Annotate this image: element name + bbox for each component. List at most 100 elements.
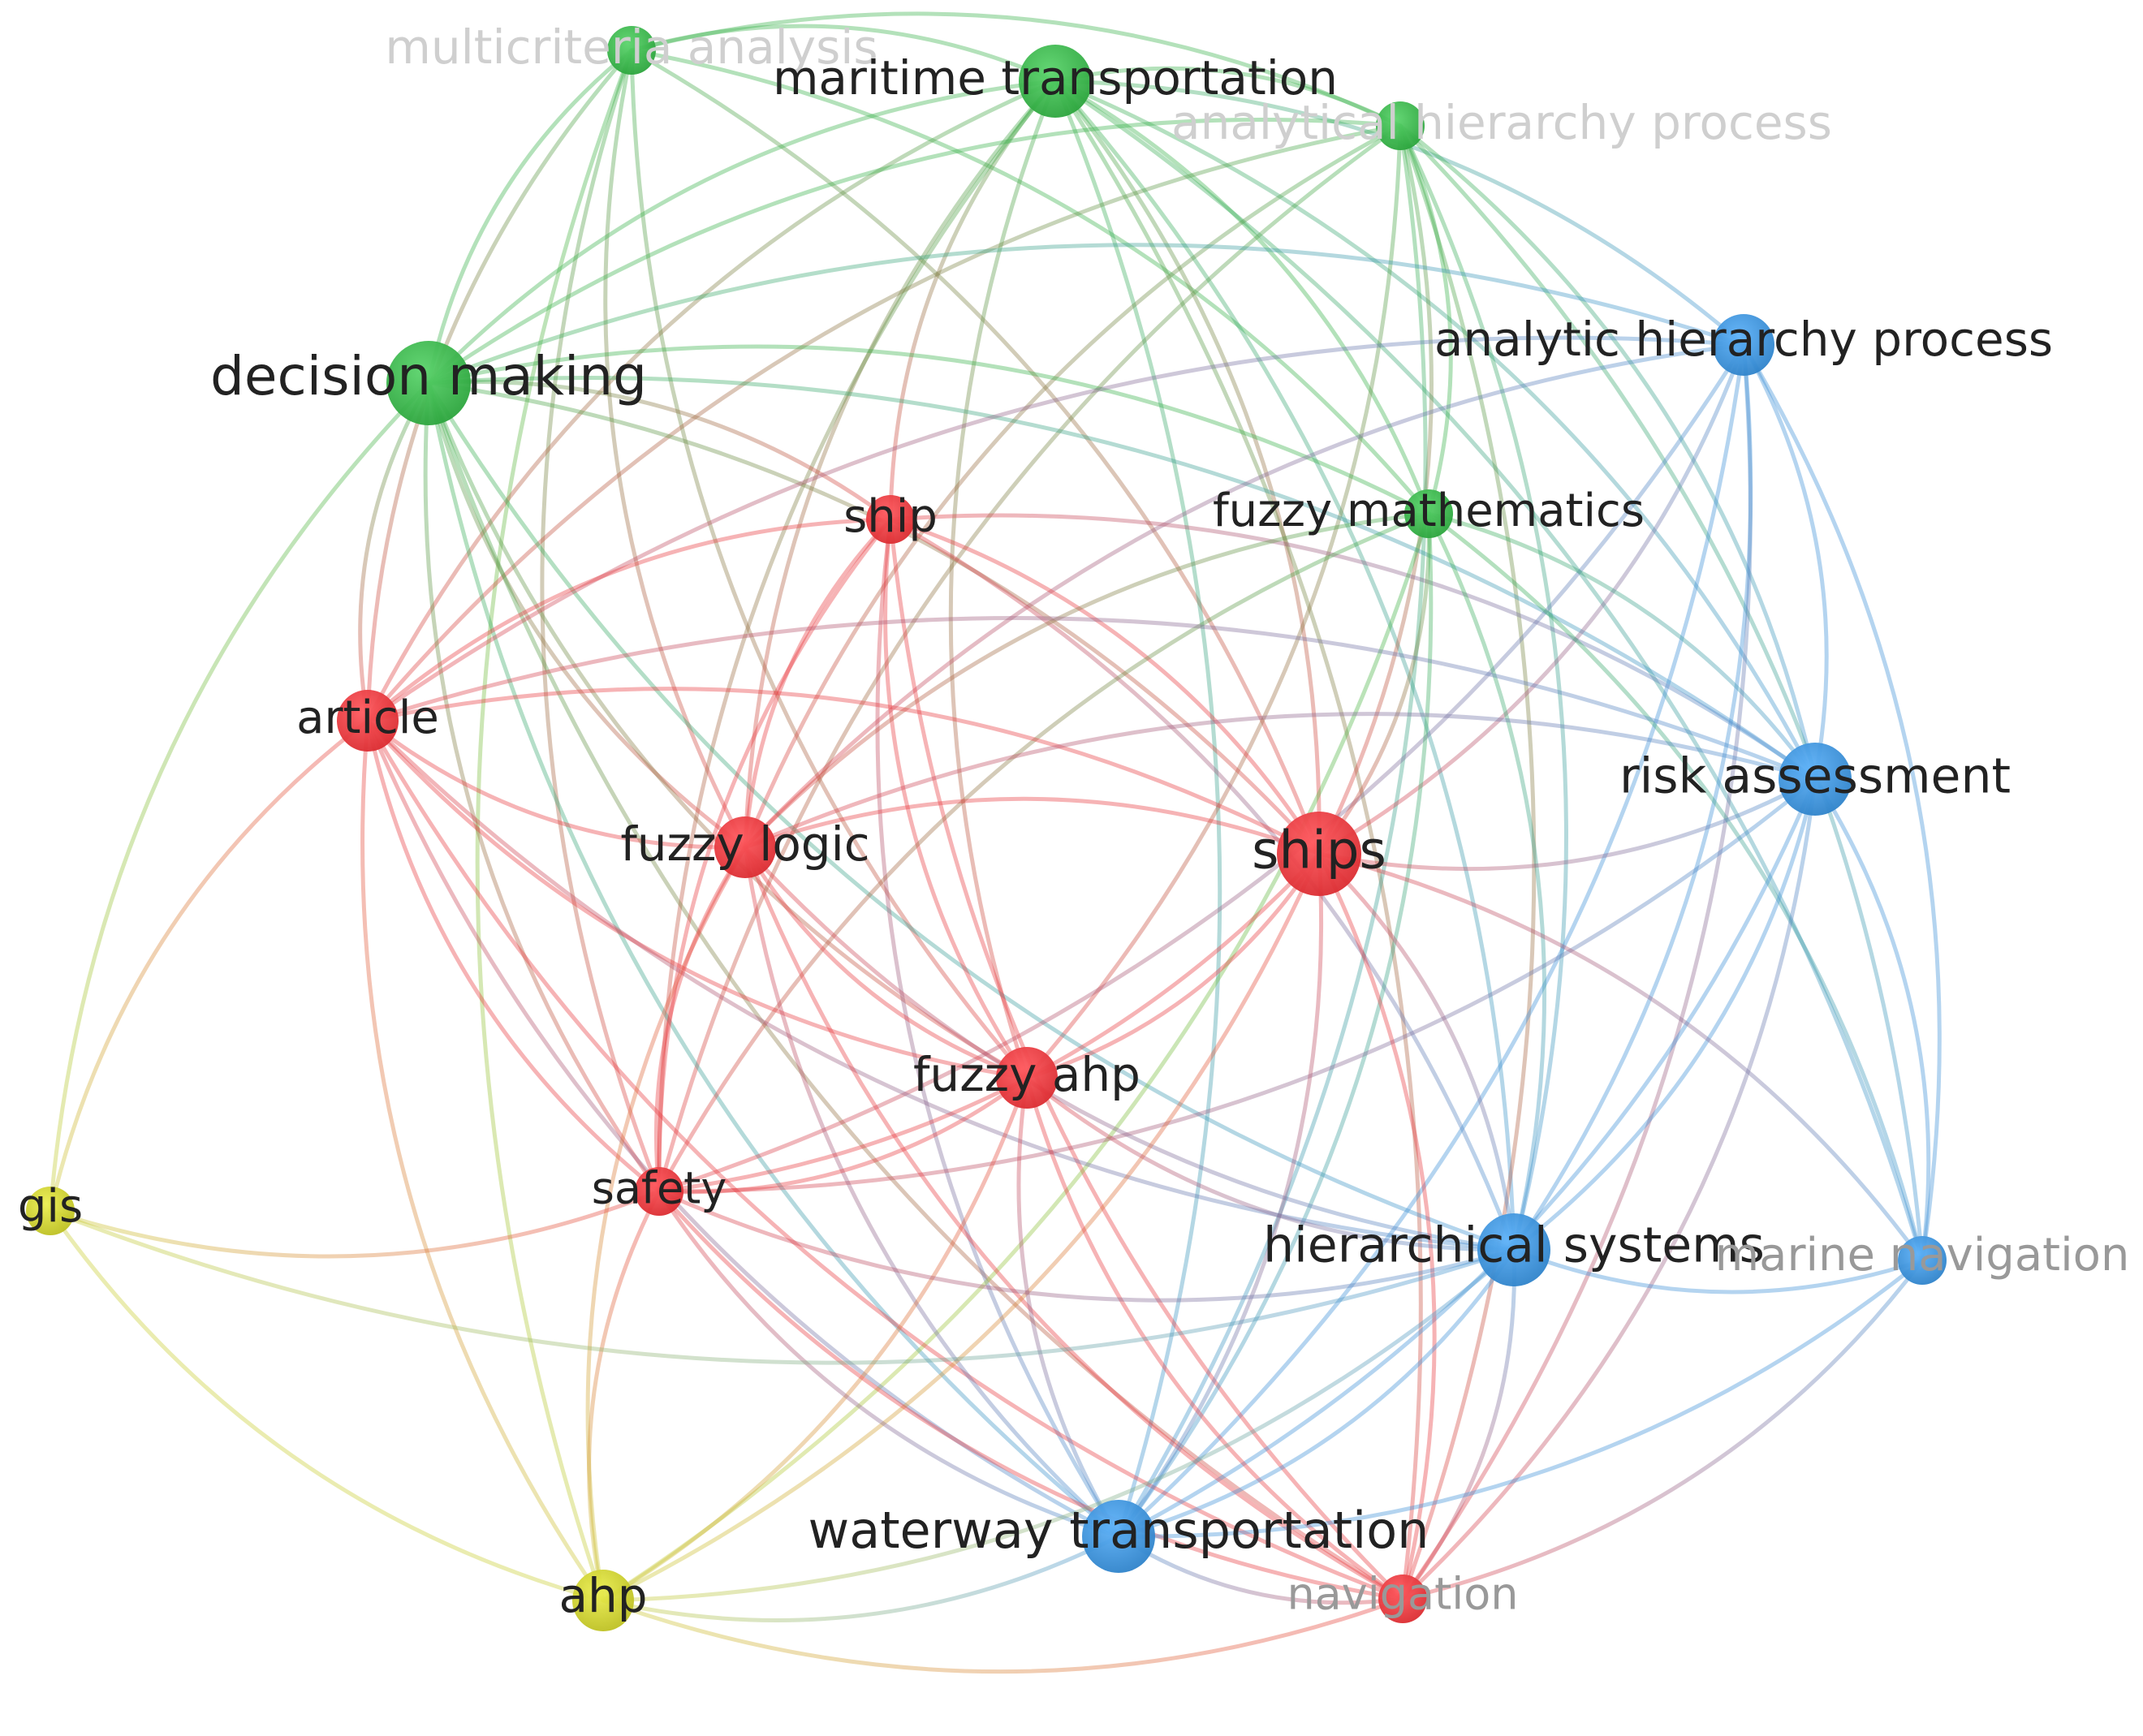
link-analytical_hierarchy_process-article bbox=[365, 123, 1403, 723]
link-gis-ahp bbox=[48, 1208, 606, 1603]
node-decision-making[interactable] bbox=[386, 341, 471, 425]
node-marine-navigation[interactable] bbox=[1898, 1236, 1947, 1285]
link-marine_navigation-navigation bbox=[1400, 1258, 1925, 1601]
link-risk_assessment-fuzzy_logic bbox=[743, 712, 1817, 850]
link-decision_making-article bbox=[358, 381, 431, 723]
label-risk-assessment: risk assessment bbox=[1619, 748, 2011, 805]
link-hierarchical_systems-marine_navigation bbox=[1511, 1247, 1925, 1294]
node-analytic-hierarchy-process[interactable] bbox=[1713, 314, 1774, 376]
link-safety-gis bbox=[48, 1189, 662, 1259]
link-ship-ships bbox=[888, 517, 1322, 856]
link-fuzzy_mathematics-waterway_transportation bbox=[1116, 511, 1434, 1539]
link-ships-waterway_transportation bbox=[1116, 851, 1324, 1539]
link-analytic_hierarchy_process-risk_assessment bbox=[1741, 342, 1829, 782]
label-analytic-hierarchy-process: analytic hierarchy process bbox=[1434, 312, 2053, 367]
node-maritime-transportation[interactable] bbox=[1019, 45, 1092, 118]
link-decision_making-ships bbox=[426, 381, 1322, 856]
link-multicriteria_analysis-ships bbox=[629, 48, 1322, 856]
label-ships: ships bbox=[1252, 821, 1386, 881]
node-multicriteria-analysis[interactable] bbox=[607, 26, 656, 75]
link-article-ahp bbox=[360, 718, 606, 1603]
link-fuzzy_mathematics-safety bbox=[657, 511, 1431, 1194]
label-analytical-hierarchy-process: analytical hierarchy process bbox=[1171, 95, 1832, 150]
link-analytical_hierarchy_process-marine_navigation bbox=[1398, 123, 1925, 1263]
link-ship-navigation bbox=[888, 517, 1405, 1601]
link-article-safety bbox=[365, 718, 662, 1194]
link-risk_assessment-safety bbox=[657, 777, 1817, 1194]
link-risk_assessment-navigation bbox=[1400, 777, 1817, 1601]
link-ship-risk_assessment bbox=[888, 513, 1817, 782]
link-fuzzy_logic-safety bbox=[653, 845, 748, 1194]
label-maritime-transportation: maritime transportation bbox=[773, 50, 1338, 106]
link-marine_navigation-waterway_transportation bbox=[1116, 1258, 1925, 1539]
link-multicriteria_analysis-safety bbox=[540, 48, 662, 1194]
node-ahp[interactable] bbox=[572, 1570, 634, 1631]
link-hierarchical_systems-ahp bbox=[601, 1247, 1516, 1603]
label-fuzzy-ahp: fuzzy ahp bbox=[913, 1047, 1140, 1102]
link-maritime_transportation-marine_navigation bbox=[1053, 79, 1925, 1263]
node-navigation[interactable] bbox=[1378, 1574, 1427, 1623]
link-decision_making-fuzzy_logic bbox=[426, 381, 748, 850]
label-multicriteria-analysis: multicriteria analysis bbox=[385, 19, 877, 75]
link-risk_assessment-marine_navigation bbox=[1813, 777, 1931, 1263]
link-article-ships bbox=[365, 687, 1322, 856]
node-analytical-hierarchy-process[interactable] bbox=[1376, 101, 1425, 150]
link-article-navigation bbox=[365, 718, 1405, 1601]
link-multicriteria_analysis-analytical_hierarchy_process bbox=[629, 11, 1403, 128]
label-ship: ship bbox=[843, 490, 938, 543]
link-article-risk_assessment bbox=[365, 616, 1817, 782]
link-analytical_hierarchy_process-risk_assessment bbox=[1398, 123, 1817, 782]
link-ship-waterway_transportation bbox=[875, 517, 1121, 1539]
node-ships[interactable] bbox=[1277, 812, 1361, 896]
link-article-fuzzy_logic bbox=[365, 718, 748, 850]
node-safety[interactable] bbox=[635, 1167, 683, 1216]
link-analytical_hierarchy_process-decision_making bbox=[426, 117, 1403, 386]
label-ahp: ahp bbox=[558, 1568, 647, 1623]
label-waterway-transportation: waterway transportation bbox=[808, 1501, 1429, 1560]
link-ships-fuzzy_ahp bbox=[1024, 851, 1322, 1080]
link-safety-waterway_transportation bbox=[657, 1189, 1121, 1539]
link-fuzzy_mathematics-ships bbox=[1317, 511, 1431, 856]
link-decision_making-gis bbox=[48, 381, 431, 1213]
link-multicriteria_analysis-fuzzy_ahp bbox=[629, 48, 1029, 1080]
node-gis[interactable] bbox=[26, 1187, 75, 1235]
link-fuzzy_logic-ships bbox=[743, 796, 1322, 856]
link-analytic_hierarchy_process-fuzzy_logic bbox=[743, 342, 1746, 850]
link-multicriteria_analysis-decision_making bbox=[426, 48, 634, 386]
link-multicriteria_analysis-ahp bbox=[475, 48, 634, 1603]
node-hierarchical-systems[interactable] bbox=[1477, 1213, 1550, 1286]
nodes-layer bbox=[26, 26, 1947, 1631]
node-fuzzy-mathematics[interactable] bbox=[1404, 489, 1453, 538]
link-waterway_transportation-navigation bbox=[1116, 1534, 1405, 1605]
node-fuzzy-ahp[interactable] bbox=[996, 1047, 1058, 1109]
link-decision_making-hierarchical_systems bbox=[426, 381, 1516, 1252]
node-risk-assessment[interactable] bbox=[1779, 743, 1852, 816]
node-waterway-transportation[interactable] bbox=[1082, 1500, 1155, 1573]
link-hierarchical_systems-navigation bbox=[1400, 1247, 1516, 1601]
link-analytic_hierarchy_process-ships bbox=[1317, 342, 1746, 856]
link-analytical_hierarchy_process-fuzzy_mathematics bbox=[1398, 123, 1453, 516]
link-fuzzy_logic-waterway_transportation bbox=[743, 845, 1121, 1539]
label-hierarchical-systems: hierarchical systems bbox=[1263, 1217, 1765, 1274]
link-fuzzy_logic-navigation bbox=[743, 845, 1405, 1601]
link-multicriteria_analysis-fuzzy_logic bbox=[603, 48, 748, 850]
label-marine-navigation: marine navigation bbox=[1715, 1229, 2130, 1282]
label-decision-making: decision making bbox=[210, 345, 647, 407]
link-maritime_transportation-risk_assessment bbox=[1053, 79, 1817, 782]
node-article[interactable] bbox=[337, 690, 399, 752]
node-ship[interactable] bbox=[866, 495, 915, 544]
link-analytic_hierarchy_process-article bbox=[365, 335, 1746, 723]
label-article: article bbox=[296, 691, 439, 744]
link-fuzzy_ahp-navigation bbox=[1024, 1075, 1405, 1601]
node-fuzzy-logic[interactable] bbox=[714, 816, 776, 878]
label-fuzzy-mathematics: fuzzy mathematics bbox=[1213, 485, 1645, 537]
link-analytical_hierarchy_process-waterway_transportation bbox=[1116, 123, 1428, 1539]
label-fuzzy-logic: fuzzy logic bbox=[620, 816, 869, 872]
link-fuzzy_ahp-hierarchical_systems bbox=[1024, 1075, 1516, 1252]
link-ship-fuzzy_ahp bbox=[883, 517, 1029, 1080]
link-fuzzy_logic-hierarchical_systems bbox=[743, 845, 1516, 1252]
link-ship-safety bbox=[657, 517, 893, 1194]
link-analytical_hierarchy_process-fuzzy_logic bbox=[743, 123, 1403, 850]
link-ahp-navigation bbox=[601, 1596, 1405, 1674]
